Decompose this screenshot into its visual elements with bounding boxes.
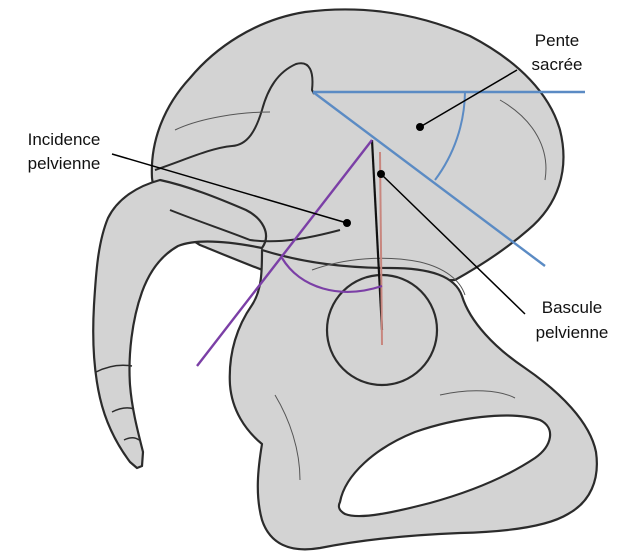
incidence-dot (343, 219, 351, 227)
label-bascule-line1: Bascule (542, 298, 602, 317)
pelvis-bone (93, 9, 597, 549)
bascule-dot (377, 170, 385, 178)
label-bascule-line2: pelvienne (536, 323, 609, 342)
pente-sacree-dot (416, 123, 424, 131)
label-pente-line2: sacrée (531, 55, 582, 74)
label-pente-line1: Pente (535, 31, 579, 50)
label-incidence-line2: pelvienne (28, 154, 101, 173)
label-incidence-line1: Incidence (28, 130, 101, 149)
